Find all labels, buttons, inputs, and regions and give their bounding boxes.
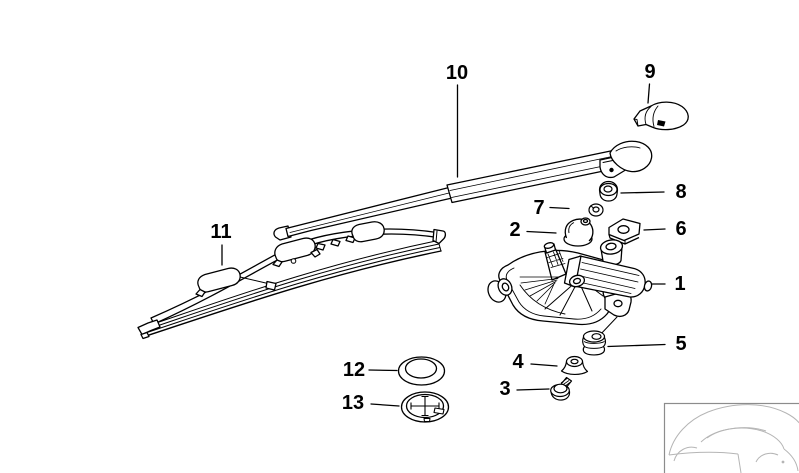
cover-cap-inner (404, 358, 438, 379)
wiper-motor-drawing (487, 239, 653, 326)
gasket-plate-drawing (608, 218, 641, 245)
callout-label-7: 7 (533, 197, 545, 219)
cap-body (633, 101, 689, 131)
callout-label-1: 1 (674, 273, 686, 295)
wiper-blade-drawing (137, 221, 447, 340)
motor-top-mount (599, 239, 624, 266)
cap-drawing (633, 101, 689, 131)
rubber-mount-drawing (582, 330, 607, 356)
spacer-bushing-drawing (560, 355, 589, 376)
arm-sleeve (446, 149, 619, 204)
blade-left-yoke (197, 267, 241, 293)
motor-output-shaft (519, 242, 567, 305)
leader-line-2 (526, 230, 557, 234)
leader-line-3 (516, 388, 550, 391)
leader-line-7 (549, 206, 570, 210)
nut-drawing (598, 180, 619, 202)
thumbnail-border (663, 402, 799, 473)
screw-drawing (550, 376, 573, 401)
callout-label-4: 4 (512, 351, 524, 373)
callout-label-9: 9 (644, 61, 656, 83)
callout-label-8: 8 (675, 181, 687, 203)
leader-line-6 (643, 228, 666, 231)
callout-label-11: 11 (210, 221, 232, 243)
leader-line-9 (647, 83, 651, 104)
callout-label-3: 3 (499, 378, 511, 400)
leader-line-12 (368, 369, 398, 372)
grommet-bushing-drawing (563, 217, 594, 247)
callout-label-12: 12 (342, 359, 366, 381)
cover-cap-drawing (397, 356, 446, 386)
callout-label-10: 10 (445, 62, 469, 84)
motor-left-mount (487, 278, 513, 303)
leader-line-5 (607, 343, 666, 348)
wiper-arm-drawing (273, 140, 653, 241)
callout-label-6: 6 (675, 218, 687, 240)
leader-line-13 (370, 403, 400, 407)
callout-label-5: 5 (675, 333, 687, 355)
leader-line-4 (530, 363, 558, 367)
leader-line-8 (620, 191, 665, 194)
blade-center-bracket (274, 237, 316, 263)
car-thumbnail (663, 402, 799, 473)
sealing-grommet-drawing (400, 391, 450, 423)
car-sketch (668, 404, 799, 473)
callout-label-13: 13 (341, 392, 365, 414)
blade-right-yoke (351, 221, 385, 243)
callout-label-2: 2 (509, 219, 521, 241)
arm-rod (285, 186, 453, 238)
washer-drawing (588, 203, 604, 217)
